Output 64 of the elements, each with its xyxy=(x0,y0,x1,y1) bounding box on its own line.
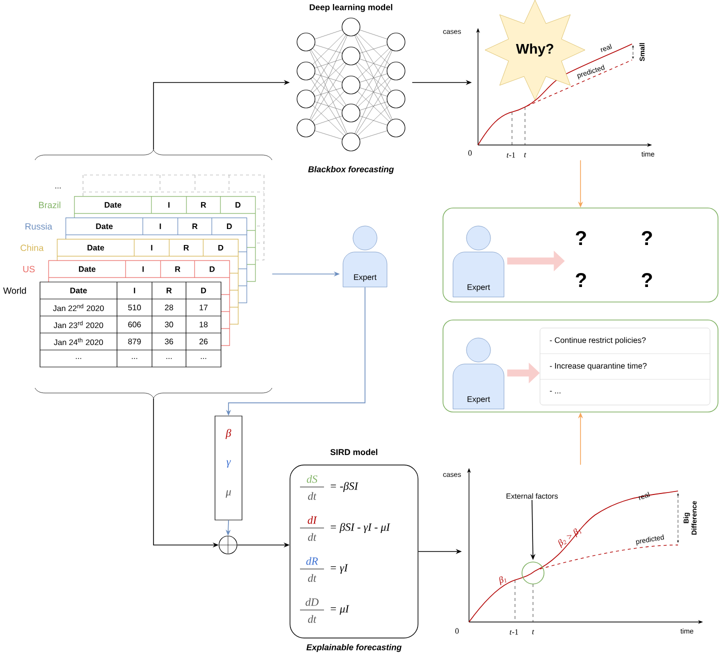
label: Date xyxy=(78,266,96,272)
data-table: Date I R D Jan 22$^{nd}$ 2020 510 28 17 Jan 23$^{rd}$ 2020 606 30 18 Jan 24$^{th}$ 2020 879 36 26 ... ... ... ... xyxy=(40,282,222,368)
equation: dD dt = μI xyxy=(300,598,350,623)
label: Date xyxy=(96,224,113,230)
label: I xyxy=(142,266,144,272)
expert-person: Expert xyxy=(452,226,504,298)
tick-label: t-1 xyxy=(510,629,518,635)
label: ... xyxy=(132,358,138,359)
label: R xyxy=(166,288,172,294)
model-label: Explainable forecasting xyxy=(306,644,402,652)
model-title: SIRD model xyxy=(330,448,378,456)
label: 30 xyxy=(164,322,174,328)
label: R xyxy=(184,244,189,250)
country-label: World xyxy=(3,287,26,294)
label: R xyxy=(192,224,198,230)
label: 36 xyxy=(164,338,174,344)
panel xyxy=(442,208,718,302)
question-list: - Continue restrict policies? - Increase quarantine time? - ... xyxy=(540,328,710,406)
label: 18 xyxy=(200,322,208,328)
label: 17 xyxy=(200,304,208,310)
model-label: Blackbox forecasting xyxy=(308,166,394,174)
label: D xyxy=(226,224,232,230)
label: R xyxy=(201,202,206,208)
label: ... xyxy=(76,358,82,359)
label: Date xyxy=(88,244,104,250)
label: D xyxy=(201,288,206,294)
equation: dI dt = βSI - γI - μI xyxy=(300,516,390,541)
equation: dS dt = -βSI xyxy=(300,475,358,500)
label: D xyxy=(236,202,240,208)
parameter-box: β γ μ xyxy=(214,416,242,520)
question-mark: ? xyxy=(576,273,586,287)
label: I xyxy=(134,288,136,294)
expert-person: Expert xyxy=(452,338,504,410)
label: I xyxy=(160,224,161,230)
label: D xyxy=(210,266,215,272)
label: Date xyxy=(70,288,87,294)
label: ... xyxy=(200,358,206,359)
question-mark: ? xyxy=(576,231,586,245)
label: I xyxy=(151,244,152,250)
country-label: Russia xyxy=(26,223,52,230)
model-title: Deep learning model xyxy=(310,4,392,12)
label: ... xyxy=(166,358,172,359)
panel xyxy=(442,320,718,412)
question-mark: ? xyxy=(642,231,652,245)
sum-symbol xyxy=(218,536,238,554)
tick-label: 0 xyxy=(468,150,472,156)
label: 510 xyxy=(128,304,141,310)
tick-label: 0 xyxy=(455,628,459,634)
label: D xyxy=(218,244,224,250)
curve-label: β$_{1}$ xyxy=(499,576,507,586)
label: I xyxy=(168,202,170,208)
label: Date xyxy=(104,202,122,208)
question-mark: ? xyxy=(642,273,652,287)
label: Jan 24$^{th}$ 2020 xyxy=(54,338,103,346)
country-label: China xyxy=(20,244,44,251)
label: 26 xyxy=(199,338,208,344)
label: 606 xyxy=(128,322,141,328)
label: 879 xyxy=(128,338,141,344)
country-label: Brazil xyxy=(39,202,60,208)
label: 28 xyxy=(164,304,174,310)
tick-label: t xyxy=(532,630,534,634)
expert-person: Expert xyxy=(342,226,388,288)
equation: dR dt = γI xyxy=(300,557,348,582)
label: R xyxy=(175,266,180,272)
